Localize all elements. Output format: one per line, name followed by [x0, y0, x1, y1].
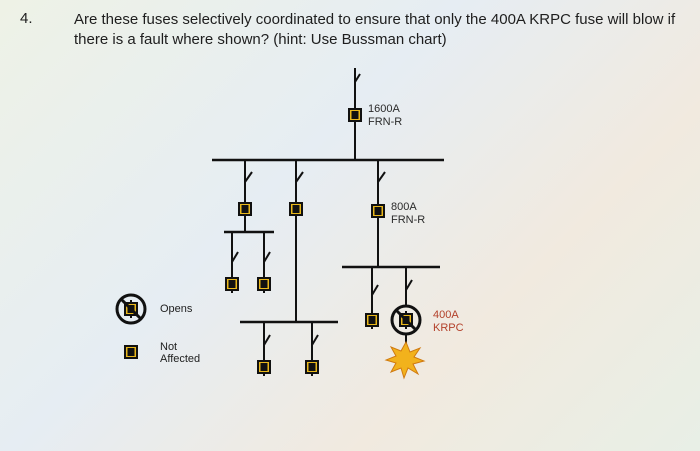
- feeder-fuse-800a: [371, 160, 386, 267]
- feeder-fuse-type: FRN-R: [391, 214, 426, 226]
- question-number: 4.: [20, 10, 33, 27]
- fault-star-icon: [384, 340, 426, 380]
- right-branch-fuse: [365, 267, 379, 330]
- middle-feeder-fuse: [289, 160, 304, 322]
- main-fuse-type: FRN-R: [368, 116, 403, 128]
- left-branch-fuse-1: [225, 232, 239, 294]
- lower-branch-fuse-1: [257, 322, 271, 377]
- lower-branch-fuse-2: [305, 322, 319, 377]
- main-fuse-rating: 1600A: [368, 103, 400, 115]
- branch-fuse-400a-opens: [390, 267, 422, 345]
- question-text: Are these fuses selectively coordinated …: [74, 11, 676, 48]
- legend-not-affected-line2: Affected: [160, 353, 201, 365]
- branch-fuse-rating: 400A: [433, 309, 459, 321]
- legend-opens-icon: [115, 293, 147, 325]
- legend-not-affected-line1: Not: [160, 341, 178, 353]
- branch-fuse-type: KRPC: [433, 322, 464, 334]
- legend-opens-label: Opens: [160, 303, 193, 315]
- left-branch-fuse-2: [257, 232, 271, 294]
- main-fuse-1600a: [348, 68, 362, 160]
- legend-not-affected-icon: [124, 345, 138, 359]
- left-feeder-fuse: [238, 160, 253, 232]
- feeder-fuse-rating: 800A: [391, 201, 417, 213]
